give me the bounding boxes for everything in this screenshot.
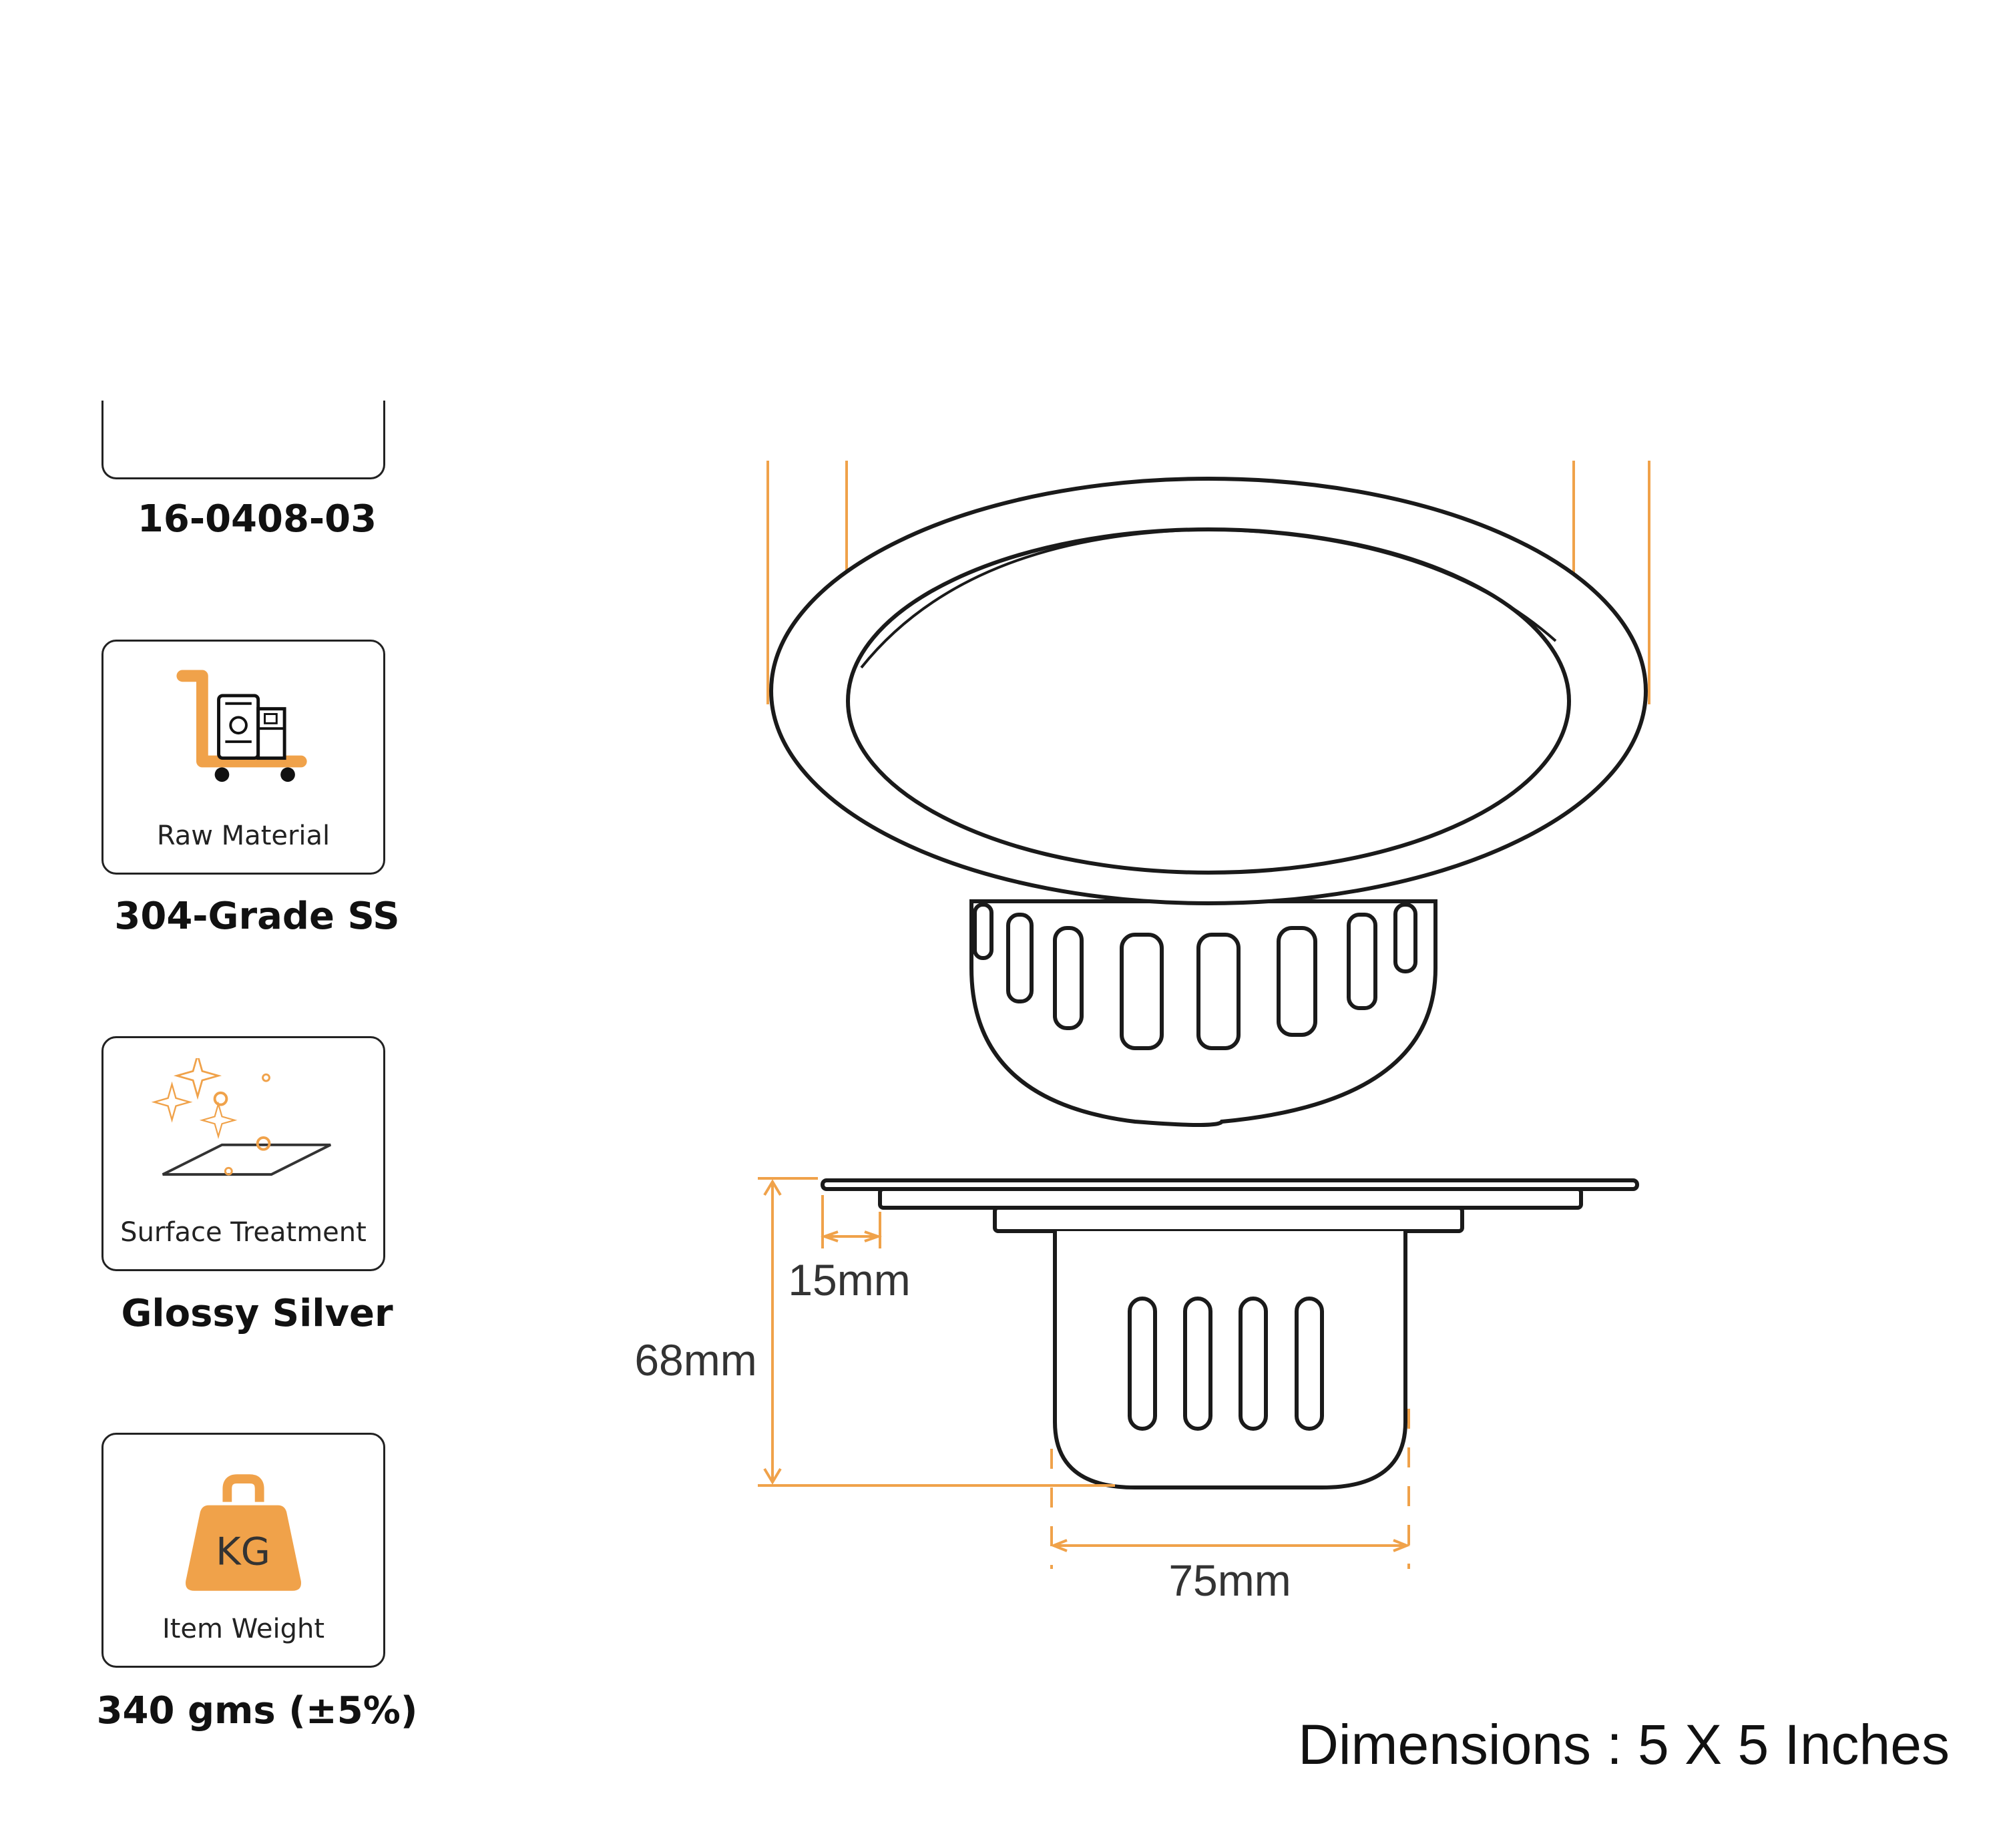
top-view-basket — [969, 899, 1437, 1127]
item-weight-value: 340 gms (±5%) — [96, 1689, 418, 1732]
dimension-lines — [758, 1177, 1411, 1569]
surface-treatment-value: Glossy Silver — [121, 1292, 393, 1335]
weight-icon: KG — [186, 1474, 301, 1591]
surface-treatment-card: Surface Treatment — [101, 1036, 385, 1271]
raw-material-card: Raw Material — [101, 640, 385, 875]
weight-icon-text: KG — [216, 1530, 270, 1574]
model-card — [101, 401, 385, 479]
raw-material-label: Raw Material — [156, 821, 330, 851]
dim-rim-label: 15mm — [788, 1255, 910, 1305]
dim-body-width-label: 75mm — [1168, 1556, 1291, 1605]
dim-height-label: 68mm — [634, 1335, 756, 1385]
sparkle-icon — [151, 1058, 332, 1176]
side-view — [821, 1178, 1639, 1489]
model-number: 16-0408-03 — [137, 497, 377, 541]
cart-icon — [176, 670, 307, 782]
item-weight-label: Item Weight — [162, 1614, 325, 1644]
item-weight-card: KG Item Weight — [101, 1433, 385, 1668]
overall-dimensions: Dimensions : 5 X 5 Inches — [1298, 1713, 1950, 1776]
surface-treatment-label: Surface Treatment — [120, 1217, 367, 1248]
raw-material-value: 304-Grade SS — [114, 895, 400, 938]
